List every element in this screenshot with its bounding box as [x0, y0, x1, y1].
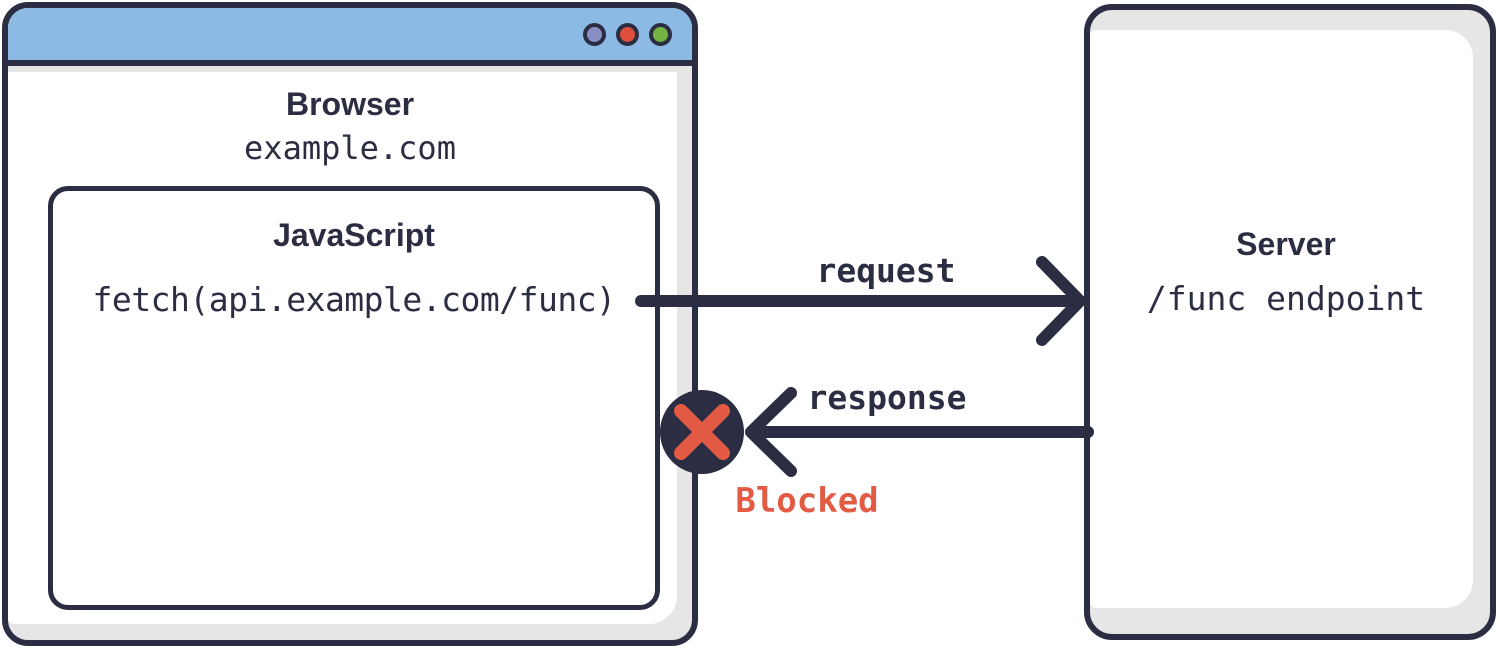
browser-title: Browser — [285, 86, 415, 122]
blocked-label: Blocked — [735, 481, 879, 521]
javascript-box-title: JavaScript — [273, 217, 435, 253]
window-dot-purple-icon — [583, 22, 606, 46]
request-label: request — [816, 251, 956, 290]
browser-titlebar — [8, 8, 692, 66]
fetch-code: fetch(api.example.com/func) — [92, 280, 616, 319]
browser-domain: example.com — [244, 129, 456, 167]
request-arrowhead-icon — [1036, 256, 1086, 346]
server-window — [1084, 4, 1496, 640]
window-dot-green-icon — [649, 22, 672, 46]
response-label: response — [807, 378, 967, 417]
server-endpoint: /func endpoint — [1146, 279, 1426, 318]
javascript-box — [48, 186, 660, 610]
server-title: Server — [1236, 226, 1336, 262]
server-content-area — [1090, 30, 1473, 608]
window-controls — [583, 18, 672, 50]
window-dot-red-icon — [616, 22, 639, 46]
